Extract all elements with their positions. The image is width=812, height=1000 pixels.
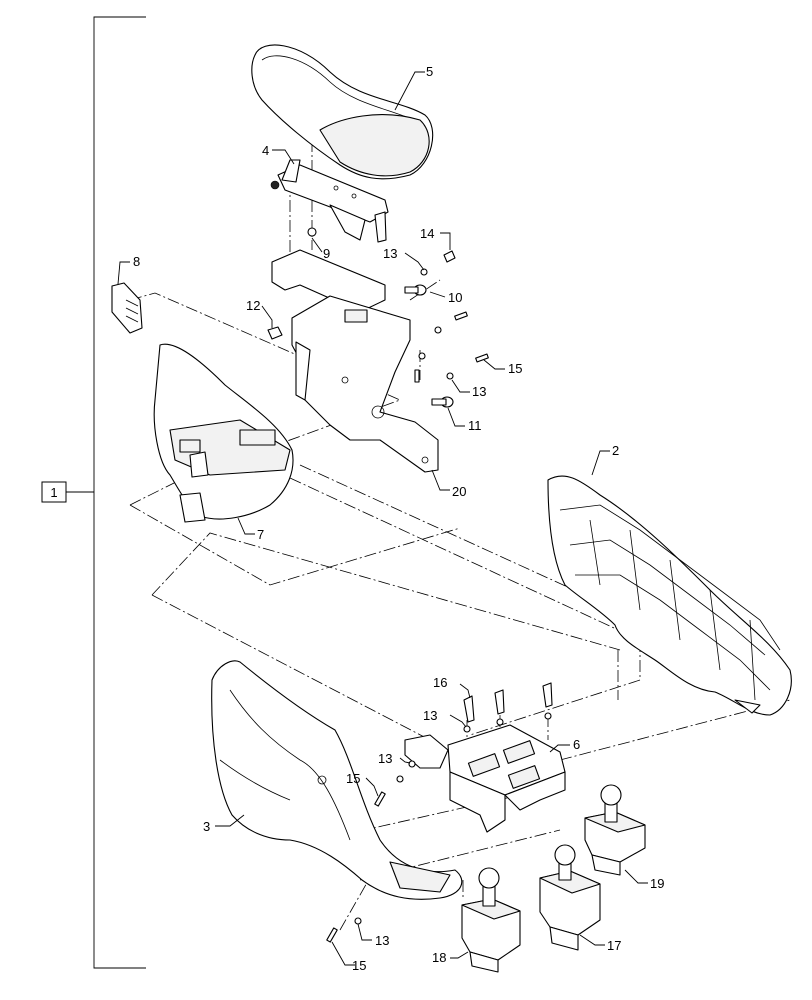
- latch-plate: [270, 159, 389, 243]
- joystick-18: [461, 867, 521, 973]
- washers-13-upper: [418, 268, 454, 380]
- callout-13-c: 13: [423, 708, 437, 723]
- screw-14: [443, 250, 456, 263]
- callout-4: 4: [262, 143, 269, 158]
- callout-labels: 5 4 9 13 14 8 10 12 15 13 11 20 2 7 16 1…: [133, 64, 664, 973]
- screws-15-lower: [326, 791, 386, 943]
- fastener-12: [267, 326, 283, 340]
- callout-15-a: 15: [508, 361, 522, 376]
- screw-16: [463, 695, 475, 723]
- screws-6-top: [494, 682, 553, 726]
- fastener-11: [431, 396, 454, 408]
- armrest-cushion: [251, 44, 434, 180]
- fastener-10: [404, 284, 427, 296]
- alignment-lines: [129, 140, 791, 931]
- joystick-19: [584, 784, 646, 876]
- callout-10: 10: [448, 290, 462, 305]
- screw-9: [307, 227, 317, 237]
- callout-14: 14: [420, 226, 434, 241]
- screws-15-upper: [414, 311, 489, 383]
- callout-20: 20: [452, 484, 466, 499]
- mounting-bracket: [271, 249, 439, 473]
- front-housing: [153, 343, 294, 523]
- callout-13-d: 13: [378, 751, 392, 766]
- joystick-17: [539, 844, 601, 951]
- callout-2: 2: [612, 443, 619, 458]
- lower-cover: [211, 660, 463, 900]
- callout-16: 16: [433, 675, 447, 690]
- callout-8: 8: [133, 254, 140, 269]
- callout-11: 11: [468, 418, 482, 433]
- callout-13-a: 13: [383, 246, 397, 261]
- callout-6: 6: [573, 737, 580, 752]
- joystick-mount-plate: [404, 724, 566, 833]
- side-panel: [547, 475, 792, 716]
- callout-17: 17: [607, 938, 621, 953]
- leader-lines: [117, 71, 648, 966]
- callout-9: 9: [323, 246, 330, 261]
- washers-13-lower: [354, 725, 471, 925]
- callout-13-e: 13: [375, 933, 389, 948]
- callout-15-b: 15: [346, 771, 360, 786]
- callout-7: 7: [257, 527, 264, 542]
- assembly-ref-label: 1: [50, 485, 57, 500]
- callout-15-c: 15: [352, 958, 366, 973]
- retainer-clip: [111, 282, 143, 334]
- callout-5: 5: [426, 64, 433, 79]
- callout-13-b: 13: [472, 384, 486, 399]
- callout-3: 3: [203, 819, 210, 834]
- callout-19: 19: [650, 876, 664, 891]
- callout-12: 12: [246, 298, 260, 313]
- assembly-bracket: 1: [41, 16, 146, 969]
- callout-18: 18: [432, 950, 446, 965]
